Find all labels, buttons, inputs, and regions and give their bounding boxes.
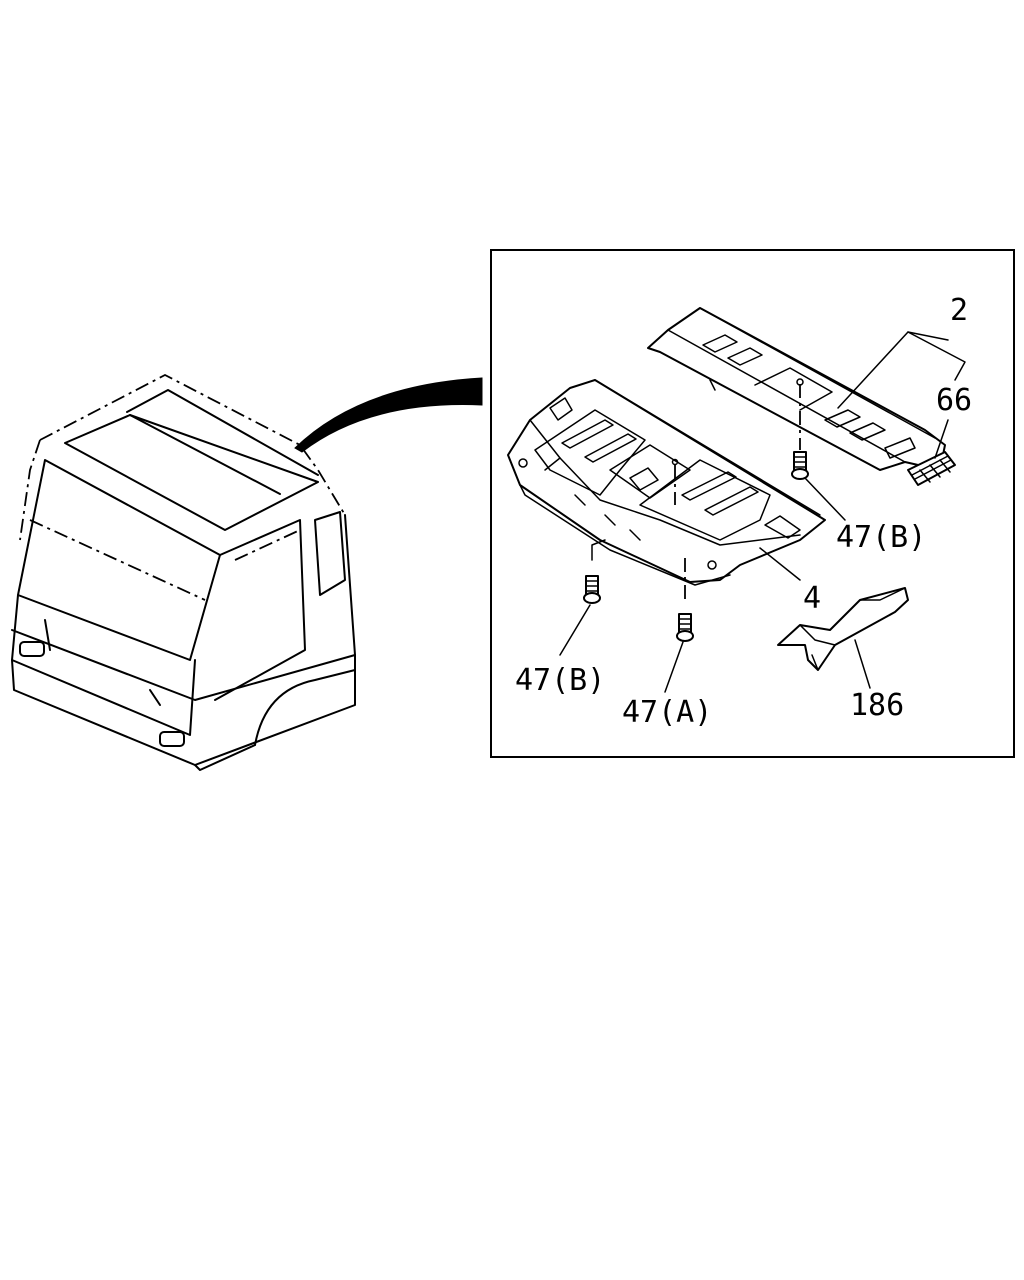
callout-4: 4 (803, 581, 821, 616)
screw-47a (676, 613, 694, 642)
callout-leaders (559, 331, 966, 693)
part-4-headliner (507, 379, 826, 586)
callout-47a: 47(A) (622, 695, 712, 730)
callout-2: 2 (950, 293, 968, 328)
callout-66: 66 (936, 383, 972, 418)
part-2-rear-lining (647, 307, 946, 471)
detail-pointer-arrow (294, 377, 483, 453)
callout-47b-left: 47(B) (515, 663, 605, 698)
truck-cab-illustration (11, 373, 356, 771)
callout-186: 186 (850, 688, 904, 723)
callout-47b-right: 47(B) (836, 520, 926, 555)
part-186-trim (777, 587, 909, 671)
screw-47b-left (583, 575, 601, 604)
screw-47b-right (791, 451, 809, 480)
part-66-vent-grille (907, 451, 956, 486)
screw-axis-line (591, 539, 606, 561)
detail-frame (490, 249, 1015, 758)
